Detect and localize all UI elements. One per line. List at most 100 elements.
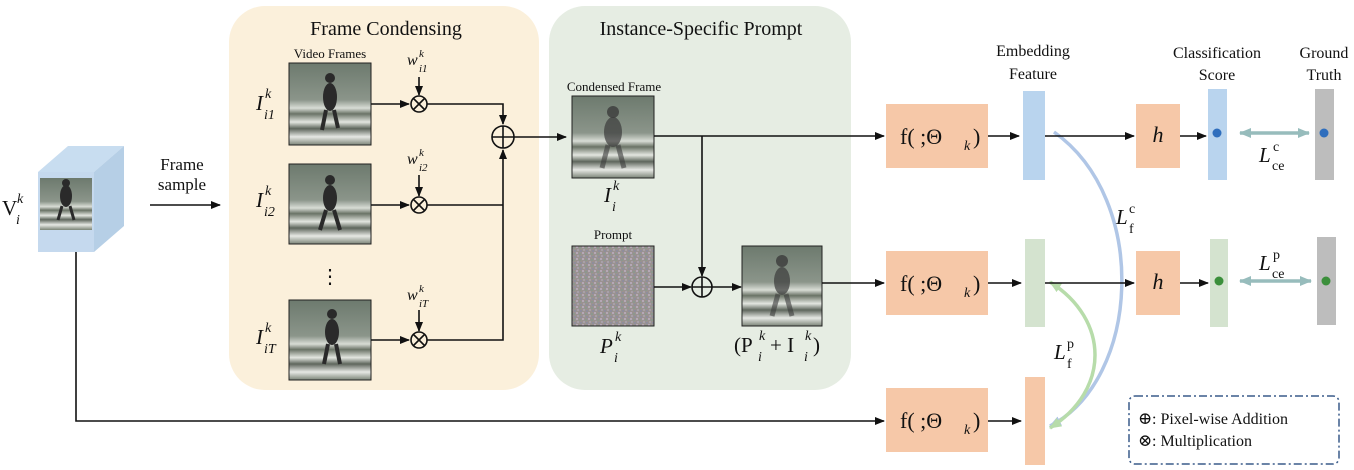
svg-text:p: p — [1273, 248, 1280, 263]
svg-text:c: c — [1129, 202, 1135, 217]
frame-sample-label-2: sample — [158, 175, 206, 194]
svg-text:): ) — [973, 124, 980, 149]
svg-text:L: L — [1053, 340, 1066, 364]
svg-text:k: k — [265, 184, 272, 199]
svg-text:c: c — [1273, 140, 1279, 155]
prompted-frame-image — [741, 245, 823, 327]
legend-box — [1128, 395, 1340, 465]
add-node-prompt — [691, 276, 713, 298]
svg-text:L: L — [1258, 143, 1271, 167]
svg-text:iT: iT — [419, 298, 429, 310]
legend-add-symbol: ⊕ — [1138, 409, 1152, 428]
svg-text:): ) — [973, 408, 980, 433]
head-mid: h — [1136, 251, 1180, 315]
video-frame-1 — [288, 62, 372, 146]
legend-mul-text: : Multiplication — [1152, 433, 1252, 450]
video-cube — [38, 146, 124, 252]
video-frame-2 — [288, 163, 372, 245]
ce-c-label: L ce c — [1258, 140, 1284, 174]
lf-p-curve — [1049, 280, 1097, 430]
input-video-label: V i k — [2, 192, 24, 228]
embedding-feature-top — [1023, 91, 1045, 180]
frame-condensing-title: Frame Condensing — [310, 18, 462, 40]
svg-text:ce: ce — [1272, 159, 1284, 174]
lf-c-label: L f c — [1115, 202, 1135, 237]
weight-label-1: w i1 k — [407, 48, 428, 75]
gt-dot-mid — [1321, 276, 1331, 286]
svg-text:+ I: + I — [770, 333, 794, 357]
video-frames-label: Video Frames — [294, 46, 367, 61]
embedding-feature-bottom — [1025, 377, 1045, 465]
lf-c-curve — [1049, 130, 1124, 428]
svg-text:i1: i1 — [419, 63, 428, 75]
head-top: h — [1136, 104, 1180, 168]
prompt-noise-image — [571, 245, 655, 327]
classification-label-1: Classification — [1173, 45, 1261, 62]
legend-mul-symbol: ⊗ — [1138, 431, 1152, 450]
svg-text:k: k — [615, 330, 622, 345]
svg-text:k: k — [419, 147, 425, 159]
condensed-frame-label: Condensed Frame — [567, 79, 661, 94]
svg-text:(P: (P — [734, 333, 753, 357]
frame-sample-label-1: Frame — [160, 155, 203, 174]
svg-text:f( ;Θ: f( ;Θ — [900, 124, 942, 149]
svg-text:I: I — [255, 91, 264, 115]
svg-text:h: h — [1153, 269, 1164, 294]
svg-text:i1: i1 — [264, 108, 275, 123]
prompt-label: Prompt — [594, 227, 633, 242]
score-dot-mid — [1214, 276, 1224, 286]
frame-label-1: I i1 k — [255, 87, 275, 123]
encoder-top: f( ;Θ k ) — [886, 104, 988, 168]
weight-label-2: w i2 k — [407, 147, 428, 174]
video-to-encoder — [75, 252, 885, 425]
svg-text:i: i — [614, 351, 618, 366]
embedding-feature-mid — [1025, 239, 1045, 327]
svg-text:i: i — [804, 350, 808, 365]
frame-ellipsis: ⋮ — [320, 266, 340, 288]
frame-label-2: I i2 k — [255, 184, 275, 220]
svg-text:w: w — [407, 151, 418, 168]
embedding-label-2: Feature — [1009, 66, 1057, 83]
svg-text:f: f — [1129, 222, 1134, 237]
svg-text:I: I — [255, 188, 264, 212]
svg-text:i: i — [758, 350, 762, 365]
embedding-label-1: Embedding — [996, 43, 1070, 60]
svg-text:k: k — [265, 87, 272, 102]
frame-label-T: I iT k — [255, 321, 277, 357]
frame-condensing-panel — [229, 6, 539, 390]
video-frame-3 — [288, 299, 372, 381]
weight-label-T: w iT k — [407, 283, 429, 310]
svg-text:ce: ce — [1272, 267, 1284, 282]
svg-text:P: P — [599, 334, 613, 358]
mul1-to-add — [427, 103, 507, 125]
condensed-var-label: I i k — [603, 179, 620, 215]
svg-text:k: k — [964, 286, 971, 301]
svg-text:f( ;Θ: f( ;Θ — [900, 271, 942, 296]
svg-text:L: L — [1258, 251, 1271, 275]
svg-text:i: i — [16, 213, 20, 228]
svg-text:k: k — [419, 48, 425, 60]
svg-text:): ) — [973, 271, 980, 296]
add-node-condense — [491, 125, 515, 149]
prompted-var-label: (P i k + I i k ) — [734, 329, 820, 365]
svg-text:k: k — [419, 283, 425, 295]
svg-text:p: p — [1067, 337, 1074, 352]
svg-text:): ) — [813, 333, 820, 357]
classification-label-2: Score — [1199, 67, 1235, 84]
svg-text:I: I — [603, 183, 612, 207]
svg-text:h: h — [1153, 122, 1164, 147]
lf-p-label: L f p — [1053, 337, 1074, 372]
encoder-bottom: f( ;Θ k ) — [886, 388, 988, 452]
svg-text:f: f — [1067, 357, 1072, 372]
svg-text:k: k — [759, 329, 766, 344]
svg-text:k: k — [17, 192, 24, 207]
ground-truth-label-2: Truth — [1307, 67, 1342, 84]
svg-text:i2: i2 — [419, 162, 428, 174]
gt-dot-top — [1319, 128, 1329, 138]
svg-text:w: w — [407, 287, 418, 304]
mulT-to-add — [427, 149, 507, 341]
legend-mul: ⊗ : Multiplication — [1138, 431, 1252, 450]
svg-text:k: k — [964, 139, 971, 154]
svg-text:I: I — [255, 325, 264, 349]
